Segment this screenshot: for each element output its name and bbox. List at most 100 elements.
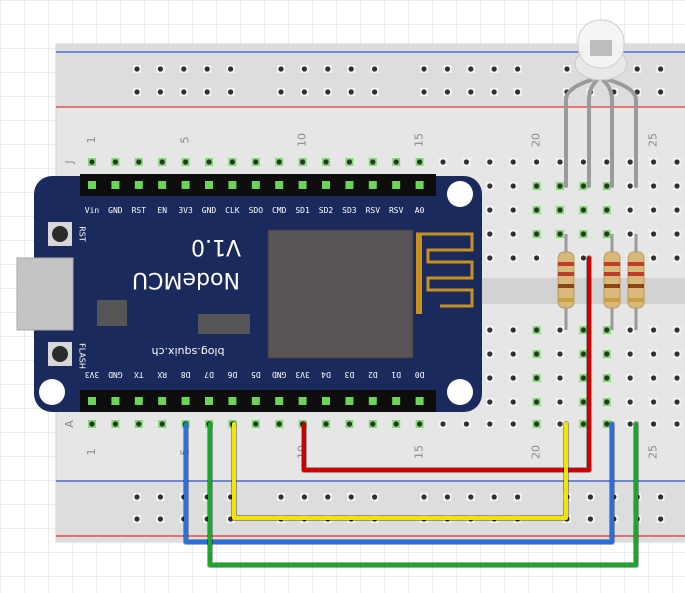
rail-hole (421, 494, 427, 500)
hole (440, 421, 446, 427)
rail-hole (157, 516, 163, 522)
rst-label: RST (78, 226, 87, 242)
hole (674, 421, 680, 427)
usb-serial-chip (198, 314, 250, 334)
header-pin (251, 181, 260, 189)
hole (534, 421, 540, 427)
hole (627, 231, 633, 237)
header-pin (134, 397, 143, 405)
hole (674, 399, 680, 405)
rail-hole (157, 89, 163, 95)
header-pin (228, 181, 237, 189)
rail-hole (372, 66, 378, 72)
hole (393, 421, 399, 427)
resistor-band (628, 284, 644, 288)
bottom-pin-label: D3 (344, 370, 354, 379)
hole (557, 375, 563, 381)
header-pin (368, 181, 377, 189)
flash-button (52, 346, 68, 362)
led-leg (601, 78, 614, 188)
rail-hole (181, 89, 187, 95)
hole (346, 159, 352, 165)
hole (253, 421, 259, 427)
rail-hole (634, 66, 640, 72)
hole (604, 375, 610, 381)
hole (159, 421, 165, 427)
rail-hole (421, 66, 427, 72)
mounting-hole (447, 379, 473, 405)
hole (393, 159, 399, 165)
bottom-pin-label: D2 (368, 370, 378, 379)
rail-hole (301, 89, 307, 95)
hole (89, 159, 95, 165)
rail-hole (325, 66, 331, 72)
rail-hole (658, 66, 664, 72)
top-pin-label: RST (132, 206, 147, 215)
top-pin-label: A0 (415, 206, 425, 215)
led-leg (607, 78, 638, 188)
rail-hole (515, 494, 521, 500)
hole (229, 159, 235, 165)
hole (651, 231, 657, 237)
top-pin-label: SDO (249, 206, 264, 215)
bottom-pin-label: 3V3 (85, 370, 100, 379)
header-pin (392, 181, 401, 189)
hole (674, 327, 680, 333)
rail-hole (228, 494, 234, 500)
top-pin-label: GND (108, 206, 123, 215)
hole (580, 327, 587, 333)
top-pin-label: GND (202, 206, 217, 215)
hole (674, 183, 680, 189)
hole (627, 207, 633, 213)
resistor-band (558, 272, 574, 276)
bottom-pin-label: GND (272, 370, 287, 379)
bottom-power-rail (56, 480, 685, 542)
rail-hole (278, 66, 284, 72)
column-number: 5 (179, 137, 192, 144)
column-number: 20 (530, 445, 543, 459)
header-pin (251, 397, 260, 405)
led-leg (587, 78, 599, 188)
hole (674, 375, 680, 381)
hole (557, 327, 563, 333)
hole (487, 231, 493, 237)
hole (487, 375, 493, 381)
rail-hole (204, 66, 210, 72)
hole (370, 421, 376, 427)
hole (651, 375, 657, 381)
header-pin (228, 397, 237, 405)
hole (487, 207, 493, 213)
resistor-band (628, 298, 644, 302)
hole (346, 421, 352, 427)
top-pin-label: EN (157, 206, 167, 215)
hole (627, 183, 633, 189)
column-number: 20 (530, 133, 543, 147)
wire-blue-d8 (184, 422, 614, 544)
hole (323, 159, 329, 165)
hole (580, 207, 587, 213)
resistor-band (604, 272, 620, 276)
hole (627, 351, 633, 357)
hole (604, 231, 610, 237)
hole (674, 351, 680, 357)
hole (604, 351, 610, 357)
rail-hole (372, 89, 378, 95)
rail-hole (491, 66, 497, 72)
rail-hole (134, 89, 140, 95)
bottom-pin-label: D1 (391, 370, 401, 379)
hole (534, 231, 540, 237)
column-number: 1 (85, 137, 98, 144)
column-number: 25 (647, 445, 660, 459)
hole (276, 421, 282, 427)
hole (487, 399, 493, 405)
hole (557, 183, 563, 189)
rail-hole (157, 494, 163, 500)
hole (487, 327, 493, 333)
header-pin (415, 181, 424, 189)
hole (136, 421, 142, 427)
top-pin-label: SD2 (319, 206, 334, 215)
rail-hole (658, 494, 664, 500)
wire-green-d7 (208, 422, 638, 567)
